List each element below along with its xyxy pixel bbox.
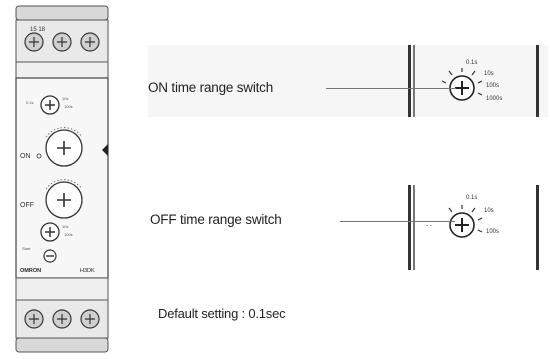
- off-range-switch-label: OFF time range switch: [150, 212, 282, 227]
- svg-text:100s: 100s: [486, 83, 499, 89]
- off-leader-line: [340, 221, 455, 222]
- mode-selector: Start: [22, 246, 57, 263]
- svg-text:100s: 100s: [64, 104, 73, 109]
- device-on-label: ON: [20, 153, 31, 160]
- svg-text:0.1s: 0.1s: [466, 60, 477, 66]
- svg-text:- -: - -: [430, 86, 436, 92]
- on-range-switch-label: ON time range switch: [148, 80, 274, 95]
- off-range-switch: 10s 100s: [40, 222, 73, 242]
- off-time-dial: [45, 179, 83, 219]
- svg-text:1000s: 1000s: [486, 96, 502, 102]
- on-range-switch: 10s 100s 0.1s: [26, 95, 73, 115]
- model-name: H3DK: [80, 268, 95, 274]
- off-switch-zoom-image: 0.1s 10s 100s - -: [400, 185, 548, 270]
- default-setting-note: Default setting : 0.1sec: [158, 306, 286, 321]
- svg-text:100s: 100s: [486, 229, 499, 235]
- brand-logo: OMRON: [20, 268, 41, 274]
- svg-text:100s: 100s: [64, 232, 73, 237]
- svg-text:10s: 10s: [484, 71, 494, 77]
- bottom-terminal-screws: [24, 309, 100, 329]
- svg-text:10s: 10s: [62, 224, 68, 229]
- timer-relay-illustration: 15 18 10s 100s 0.1s ON: [12, 0, 112, 359]
- top-terminal-screws: [24, 32, 100, 52]
- svg-text:0.1s: 0.1s: [26, 100, 34, 105]
- svg-text:Start: Start: [22, 246, 31, 251]
- on-leader-line: [326, 88, 456, 89]
- svg-text:10s: 10s: [484, 208, 494, 214]
- svg-text:10s: 10s: [62, 96, 68, 101]
- svg-text:- -: - -: [426, 223, 432, 229]
- svg-text:0.1s: 0.1s: [466, 195, 477, 201]
- device-off-label: OFF: [20, 202, 34, 209]
- on-switch-zoom-image: 0.1s 10s 100s 1000s - -: [400, 45, 548, 117]
- on-time-dial: [45, 127, 108, 167]
- svg-text:15 18: 15 18: [30, 27, 46, 33]
